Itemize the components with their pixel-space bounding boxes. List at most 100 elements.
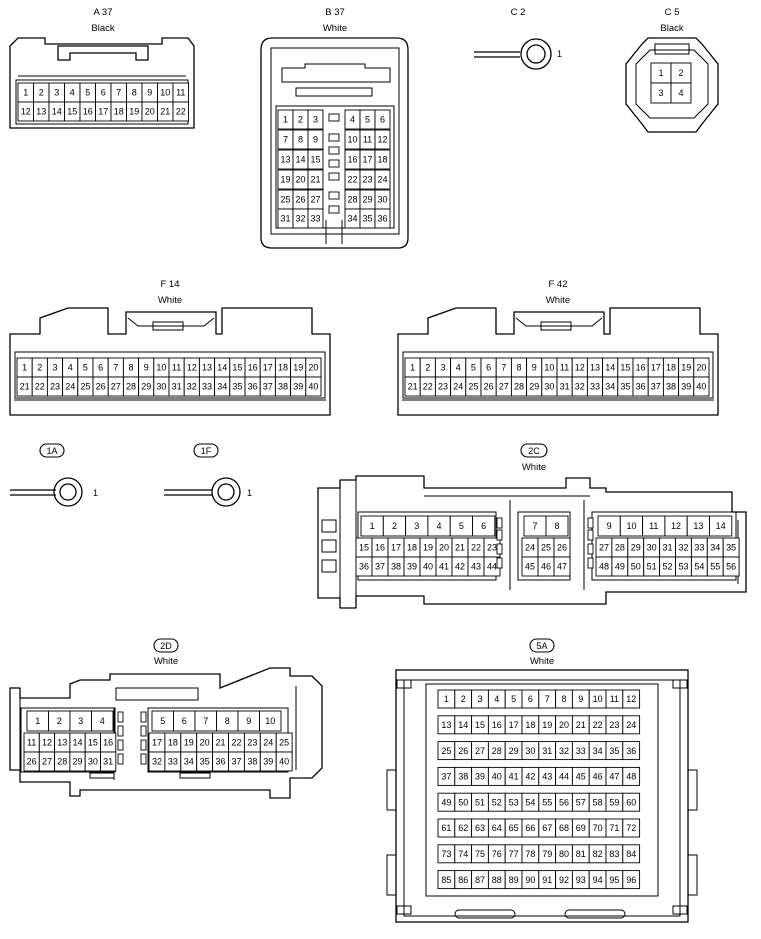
- terminal-number: 6: [98, 363, 103, 373]
- terminal-cavity: [622, 766, 641, 786]
- terminal-number: 40: [696, 382, 706, 392]
- connector-housing: [9, 307, 331, 416]
- terminal-cavity: [622, 741, 641, 761]
- terminal-number: 34: [710, 543, 720, 553]
- connector-code: C 5: [665, 7, 680, 18]
- terminal-number: 4: [350, 115, 355, 125]
- terminal-number: 31: [172, 382, 182, 392]
- terminal-number: 12: [671, 521, 681, 531]
- terminal-number: 3: [313, 115, 318, 125]
- terminal-number: 57: [576, 797, 586, 807]
- terminal-number: 36: [216, 757, 226, 767]
- terminal-number: 31: [280, 214, 290, 224]
- terminal-cavity: [622, 792, 641, 812]
- terminal-cavity: [328, 146, 340, 155]
- terminal-number: 29: [509, 746, 519, 756]
- terminal-number: 19: [184, 738, 194, 748]
- terminal-number: 79: [542, 849, 552, 859]
- terminal-number: 4: [70, 88, 75, 98]
- terminal-number: 70: [593, 823, 603, 833]
- terminal-number: 15: [359, 543, 369, 553]
- terminal-number: 15: [67, 107, 77, 117]
- terminal-number: 48: [599, 562, 609, 572]
- terminal-number: 78: [525, 849, 535, 859]
- terminal-cavity: [275, 751, 293, 772]
- terminal-number: 90: [525, 875, 535, 885]
- terminal-number: 49: [441, 797, 451, 807]
- terminal-number: 80: [559, 849, 569, 859]
- terminal-number: 71: [609, 823, 619, 833]
- terminal-number: 39: [263, 757, 273, 767]
- terminal-number: 23: [438, 382, 448, 392]
- terminal-cavity: [670, 82, 692, 104]
- terminal-number: 36: [377, 214, 387, 224]
- terminal-number: 2: [37, 363, 42, 373]
- terminal-number: 85: [441, 875, 451, 885]
- terminal-number: 22: [471, 543, 481, 553]
- terminal-number: 21: [20, 382, 30, 392]
- terminal-number: 30: [544, 382, 554, 392]
- terminal-cavity: [140, 753, 147, 765]
- terminal-number: 17: [391, 543, 401, 553]
- terminal-number: 29: [362, 195, 372, 205]
- terminal-number: 31: [542, 746, 552, 756]
- terminal-number: 14: [295, 155, 305, 165]
- terminal-number: 6: [101, 88, 106, 98]
- terminal-number: 18: [666, 363, 676, 373]
- terminal-number: 37: [231, 757, 241, 767]
- terminal-number: 77: [509, 849, 519, 859]
- terminal-number: 8: [132, 88, 137, 98]
- terminal-number: 81: [576, 849, 586, 859]
- terminal-cavity: [693, 376, 710, 397]
- terminal-number: 3: [54, 88, 59, 98]
- terminal-number: 23: [362, 175, 372, 185]
- terminal-number: 44: [559, 772, 569, 782]
- terminal-number: 32: [678, 543, 688, 553]
- terminal-cavity: [305, 376, 322, 397]
- terminal-cavity: [140, 725, 147, 737]
- terminal-cavity: [117, 711, 124, 723]
- terminal-number: 31: [663, 543, 673, 553]
- terminal-number: 13: [202, 363, 212, 373]
- terminal-number: 17: [98, 107, 108, 117]
- terminal-number: 38: [391, 562, 401, 572]
- terminal-number: 56: [559, 797, 569, 807]
- terminal-cavity: [307, 149, 324, 170]
- terminal-number: 4: [100, 716, 105, 726]
- connector-color: White: [546, 295, 570, 306]
- terminal-number: 22: [347, 175, 357, 185]
- terminal-number: 46: [593, 772, 603, 782]
- terminal-number: 10: [626, 521, 636, 531]
- connector-housing: [9, 667, 323, 799]
- terminal-cavity: [140, 711, 147, 723]
- terminal-cavity: [259, 710, 282, 732]
- terminal-number: 4: [494, 694, 499, 704]
- terminal-number: 52: [492, 797, 502, 807]
- terminal-number: 67: [542, 823, 552, 833]
- terminal-number: 36: [636, 382, 646, 392]
- terminal-number: 1: [35, 716, 40, 726]
- terminal-cavity: [374, 109, 391, 130]
- terminal-number: 4: [678, 88, 683, 98]
- connector-color: White: [530, 656, 554, 667]
- terminal-number: 11: [27, 738, 36, 748]
- terminal-number: 49: [615, 562, 625, 572]
- terminal-number: 29: [631, 543, 641, 553]
- terminal-number: 10: [593, 694, 603, 704]
- terminal-number: 32: [559, 746, 569, 756]
- terminal-number: 38: [278, 382, 288, 392]
- terminal-number: 15: [88, 738, 98, 748]
- terminal-number: 62: [458, 823, 468, 833]
- terminal-number: 24: [453, 382, 463, 392]
- terminal-number: 93: [576, 875, 586, 885]
- terminal-number: 46: [541, 562, 551, 572]
- terminal-number: 11: [363, 135, 372, 145]
- terminal-number: 87: [475, 875, 485, 885]
- terminal-cavity: [91, 710, 114, 732]
- terminal-number: 20: [145, 107, 155, 117]
- terminal-number: 17: [263, 363, 273, 373]
- terminal-number: 55: [710, 562, 720, 572]
- terminal-number: 88: [492, 875, 502, 885]
